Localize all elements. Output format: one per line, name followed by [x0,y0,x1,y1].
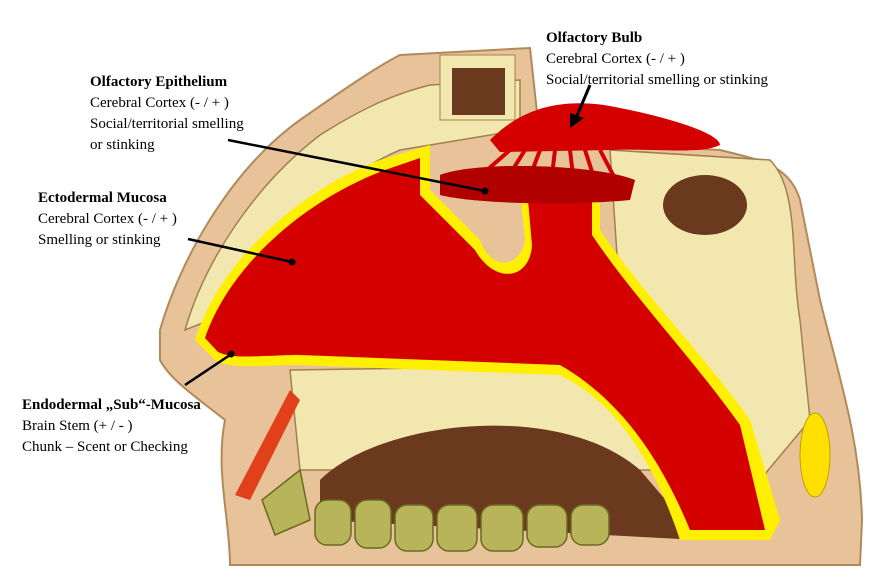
label-title: Olfactory Bulb [546,30,643,46]
lip-muscle [235,390,300,500]
label-line: Cerebral Cortex (- / + ) [90,95,229,111]
label-line: Chunk – Scent or Checking [22,439,188,455]
nasal-mucosa [205,158,765,530]
label-title: Ectodermal Mucosa [38,190,167,206]
sphenoid-bone [609,149,811,482]
olfactory-bulb-arrow [574,84,592,119]
label-line: Brain Stem (+ / - ) [22,418,133,434]
olfactory-epithelium-pointer [227,138,486,193]
frontal-sinus [452,68,505,115]
label-line: Cerebral Cortex (- / + ) [546,51,685,67]
label-title: Olfactory Epithelium [90,74,228,90]
ectodermal-mucosa-pointer [187,237,293,264]
teeth [261,468,610,552]
adenoid [799,412,831,498]
label-olfactory-epithelium: Olfactory Epithelium Cerebral Cortex (- … [90,72,244,156]
arrowhead-icon [570,113,584,128]
label-title: Endodermal „Sub“-Mucosa [22,397,201,413]
sphenoid-sinus [663,175,747,235]
label-line: Smelling or stinking [38,232,161,248]
olfactory-bulb-shape [490,103,720,152]
label-olfactory-bulb: Olfactory Bulb Cerebral Cortex (- / + ) … [546,28,768,91]
label-line: or stinking [90,137,155,153]
olfactory-epithelium-shape [440,165,635,204]
endodermal-mucosa-pointer [184,353,231,387]
label-ectodermal-mucosa: Ectodermal Mucosa Cerebral Cortex (- / +… [38,188,177,251]
label-line: Social/territorial smelling or stinking [546,72,769,88]
label-line: Cerebral Cortex (- / + ) [38,211,177,227]
pointer-lines [184,84,592,387]
label-endodermal-mucosa: Endodermal „Sub“-Mucosa Brain Stem (+ / … [22,395,201,458]
label-line: Social/territorial smelling [90,116,244,132]
